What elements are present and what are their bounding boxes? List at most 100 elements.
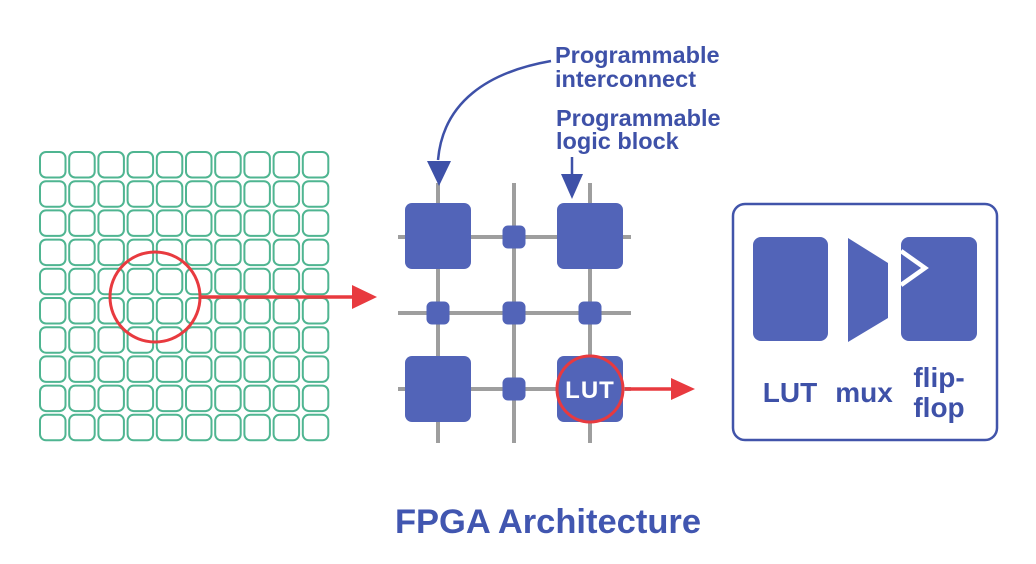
logic-cell	[243, 180, 271, 208]
logic-cell	[243, 238, 271, 267]
logic-block	[405, 356, 471, 422]
logic-cell	[155, 355, 184, 383]
logic-cell	[272, 180, 301, 208]
logic-cell	[272, 209, 301, 237]
logic-cell	[214, 209, 242, 237]
logic-cell	[214, 413, 242, 442]
flip-flop-legend-line1: flip-	[913, 362, 964, 393]
logic-cell	[68, 267, 96, 296]
lut-shape	[753, 237, 828, 341]
logic-cell	[97, 326, 125, 354]
lut-highlight-circle	[555, 354, 625, 424]
lut-arrow-head	[671, 378, 695, 400]
mux-shape	[848, 238, 888, 342]
logic-cell	[39, 180, 67, 208]
logic-cell	[301, 151, 330, 179]
logic-cell	[126, 326, 155, 354]
logic-cell	[214, 384, 242, 413]
logic-cell	[301, 180, 330, 208]
logic-cell	[68, 384, 96, 413]
logic-block	[405, 203, 471, 269]
logic-cell	[39, 384, 67, 413]
logic-cell	[39, 413, 67, 442]
logic-cell	[243, 297, 271, 325]
logic-cell	[185, 413, 213, 442]
logic-cell	[214, 151, 242, 179]
logic-cell	[243, 151, 271, 179]
logic-cell	[272, 267, 301, 296]
logic-cell	[214, 355, 242, 383]
logic-cell	[185, 238, 213, 267]
logic-cell	[126, 297, 155, 325]
diagram-title: FPGA Architecture	[395, 503, 701, 541]
clock-input-icon	[899, 249, 929, 287]
zoom-highlight-circle	[108, 250, 202, 344]
logic-cell	[68, 413, 96, 442]
logic-cell	[97, 238, 125, 267]
logic-cell	[301, 267, 330, 296]
lut-legend-label: LUT	[763, 377, 817, 408]
logic-cell	[301, 326, 330, 354]
logic-cell	[155, 297, 184, 325]
logic-cell-grid	[39, 151, 330, 442]
interconnect-pointer-curve	[436, 59, 552, 161]
logic-block-detail-panel: LUT mux flip- flop	[731, 202, 999, 442]
logic-cell	[126, 209, 155, 237]
logic-cell	[185, 384, 213, 413]
logic-cell	[68, 297, 96, 325]
logic-cell	[155, 180, 184, 208]
logic-cell	[272, 238, 301, 267]
logic-block-pointer-head	[561, 174, 583, 199]
interconnect-annotation-line1: Programmable	[555, 42, 720, 68]
logic-cell	[214, 326, 242, 354]
logic-cell	[39, 326, 67, 354]
logic-cell	[272, 413, 301, 442]
logic-cell	[126, 355, 155, 383]
interconnect-annotation-line2: interconnect	[555, 66, 696, 92]
logic-cell	[243, 355, 271, 383]
logic-cell	[68, 355, 96, 383]
logic-cell	[39, 209, 67, 237]
logic-cell	[214, 180, 242, 208]
logic-cell	[301, 297, 330, 325]
logic-cell	[185, 151, 213, 179]
logic-cell	[301, 384, 330, 413]
logic-cell	[272, 355, 301, 383]
logic-block	[557, 203, 623, 269]
logic-cell	[185, 209, 213, 237]
logic-cell	[243, 413, 271, 442]
logic-cell	[39, 355, 67, 383]
logic-cell	[97, 209, 125, 237]
logic-cell	[68, 180, 96, 208]
logic-cell	[68, 238, 96, 267]
logic-cell	[301, 209, 330, 237]
logic-cell	[39, 267, 67, 296]
logic-cell	[155, 151, 184, 179]
logic-block-annotation-line2: logic block	[556, 128, 680, 154]
zoom-arrow-head	[352, 285, 377, 309]
lut-block-label: LUT	[565, 377, 615, 404]
logic-cell	[185, 180, 213, 208]
flip-flop-shape	[901, 237, 977, 341]
logic-cell	[243, 267, 271, 296]
logic-cell	[126, 384, 155, 413]
logic-cell	[97, 180, 125, 208]
logic-cell	[68, 151, 96, 179]
logic-cell	[272, 384, 301, 413]
logic-cell	[155, 384, 184, 413]
logic-cell	[214, 238, 242, 267]
logic-cell	[301, 355, 330, 383]
logic-cell	[97, 413, 125, 442]
logic-cell	[97, 355, 125, 383]
logic-cell	[214, 297, 242, 325]
logic-cell	[126, 151, 155, 179]
logic-cell	[155, 209, 184, 237]
interconnect-pointer-head	[427, 161, 451, 186]
logic-cell	[243, 326, 271, 354]
logic-block-annotation-line1: Programmable	[556, 105, 721, 131]
logic-cell	[272, 297, 301, 325]
interconnect-switch	[578, 301, 602, 325]
logic-cell	[185, 326, 213, 354]
interconnect-switch	[502, 301, 526, 325]
